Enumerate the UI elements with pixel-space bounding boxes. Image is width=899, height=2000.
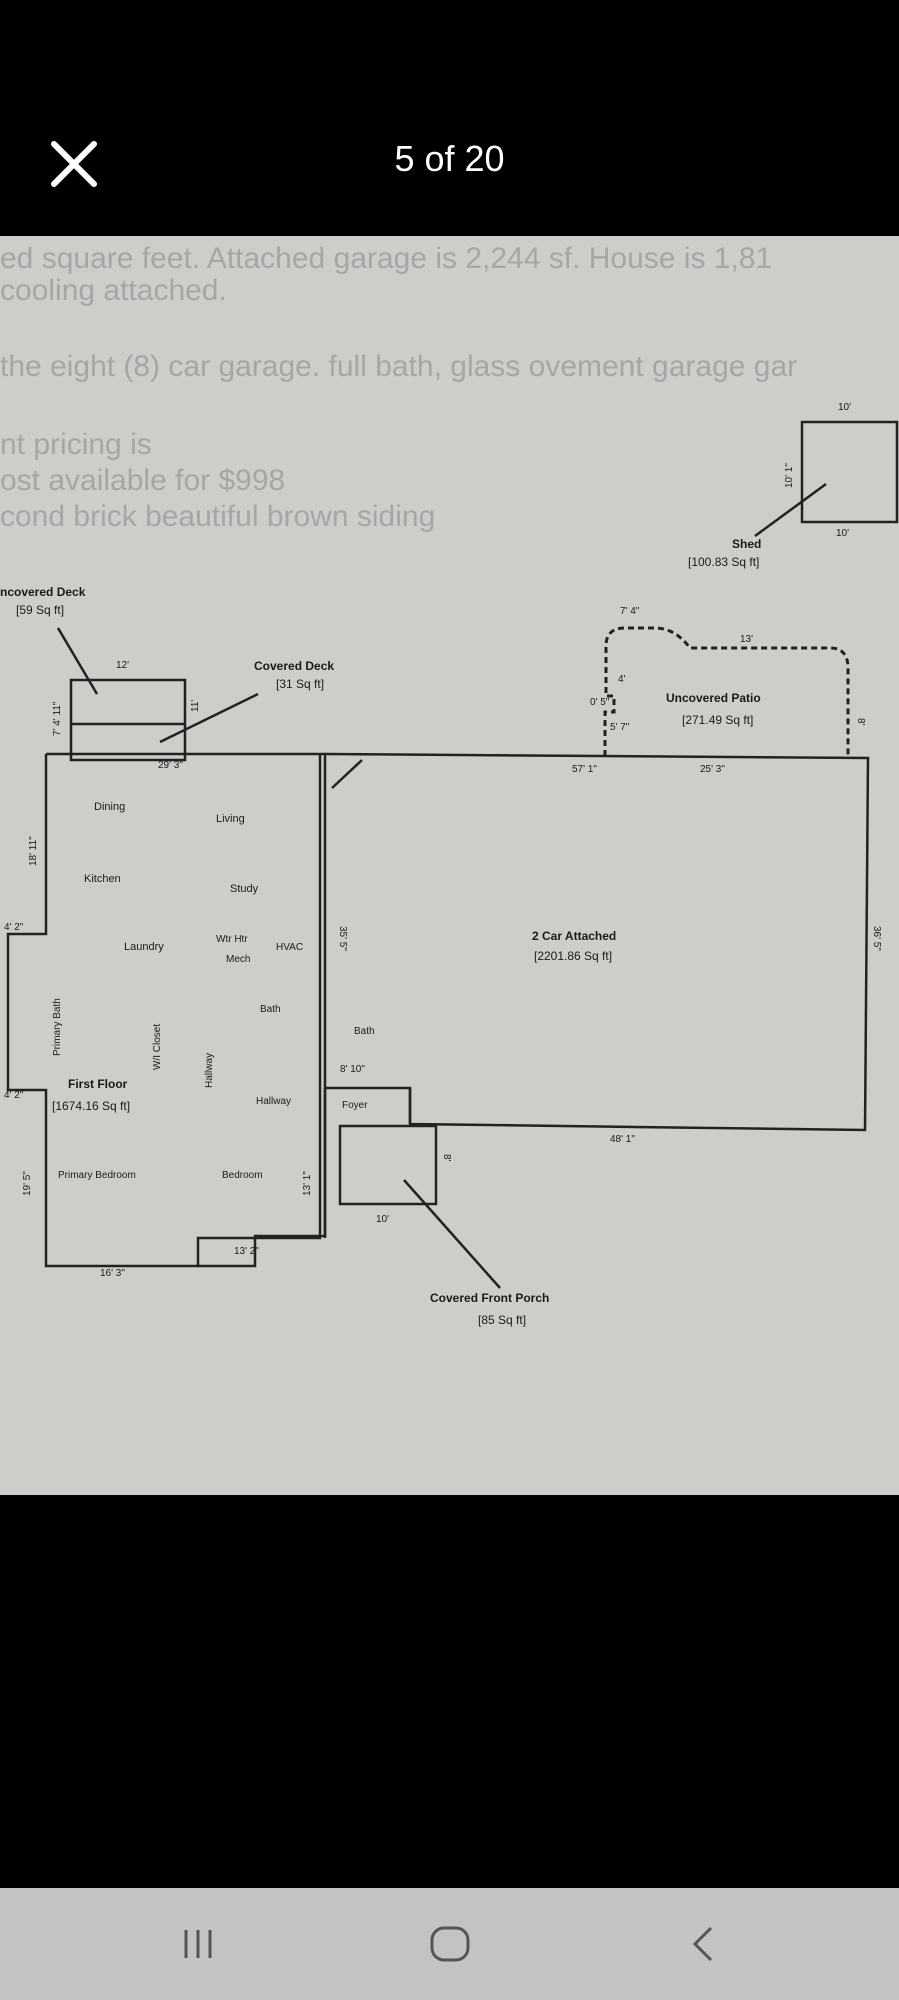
dim-18-11: 18' 11" [28, 836, 39, 866]
dim-13-1: 13' 1" [302, 1171, 313, 1196]
garage-label: 2 Car Attached [532, 929, 616, 943]
dim-0-5: 0' 5" [590, 697, 610, 708]
room-study: Study [230, 883, 259, 895]
room-wtr-htr: Wtr Htr [216, 934, 248, 945]
room-living: Living [216, 813, 245, 825]
shed-area: [100.83 Sq ft] [688, 555, 759, 569]
close-icon [51, 141, 97, 187]
bg-text-6: cond brick beautiful brown siding [0, 500, 435, 533]
bg-text-4: nt pricing is [0, 428, 152, 461]
front-porch-outline [338, 1124, 438, 1206]
house-outline [6, 754, 322, 1268]
room-hallway-horizontal: Hallway [256, 1096, 291, 1107]
uncovered-patio-area: [271.49 Sq ft] [682, 713, 753, 727]
room-bedroom: Bedroom [222, 1170, 263, 1181]
dim-shed-top: 10' [838, 402, 851, 413]
room-wi-closet: W/I Closet [152, 1024, 163, 1070]
dim-deck-side: 7' 4' 11" [52, 701, 63, 736]
dim-36-5: 36' 5" [871, 926, 882, 951]
garage-area: [2201.86 Sq ft] [534, 949, 612, 963]
viewer-top-bar: 5 of 20 [0, 0, 899, 236]
room-dining: Dining [94, 801, 125, 813]
dim-48-1: 48' 1" [610, 1134, 635, 1145]
dim-4-2-bottom: 4' 2" [4, 1090, 24, 1101]
bg-text-3: the eight (8) car garage. full bath, gla… [0, 350, 797, 383]
room-laundry: Laundry [124, 941, 164, 953]
recent-apps-icon [184, 1930, 212, 1958]
room-bath-2: Bath [354, 1026, 375, 1037]
dim-patio-13: 13' [740, 634, 753, 645]
dim-5-7: 5' 7" [610, 722, 630, 733]
dim-covered-deck-side: 11' [190, 700, 201, 712]
image-counter: 5 of 20 [394, 138, 505, 179]
room-foyer: Foyer [342, 1100, 368, 1111]
room-hvac: HVAC [276, 942, 303, 953]
home-icon [430, 1926, 470, 1962]
front-porch-area: [85 Sq ft] [478, 1313, 526, 1327]
room-kitchen: Kitchen [84, 873, 121, 885]
back-button[interactable] [648, 1906, 758, 1982]
dim-patio-7-4: 7' 4" [620, 606, 640, 617]
bg-text-5: ost available for $998 [0, 464, 285, 497]
dim-porch-8: 8' [441, 1154, 452, 1162]
dim-8: 8' [855, 718, 866, 726]
bg-text-2: cooling attached. [0, 274, 227, 307]
room-mech: Mech [226, 954, 250, 965]
first-floor-label: First Floor [68, 1077, 128, 1091]
dim-shed-bottom: 10' [836, 528, 849, 539]
dim-35-5: 35' 5" [337, 926, 348, 951]
dim-shed-side: 10' 1" [784, 463, 795, 488]
dim-16-3: 16' 3" [100, 1268, 125, 1279]
house-outline-part [46, 752, 327, 1268]
uncovered-patio-label: Uncovered Patio [666, 691, 761, 705]
front-porch-label: Covered Front Porch [430, 1291, 549, 1305]
room-hallway-vertical: Hallway [204, 1053, 215, 1088]
dim-13-2: 13' 2" [234, 1246, 259, 1257]
dim-25-3: 25' 3" [700, 764, 725, 775]
shed-label: Shed [732, 537, 761, 551]
first-floor-area: [1674.16 Sq ft] [52, 1099, 130, 1113]
room-bath-1: Bath [260, 1004, 281, 1015]
dim-8-10: 8' 10" [340, 1064, 365, 1075]
uncovered-deck-area: [59 Sq ft] [16, 603, 64, 617]
dim-deck-width: 12' [116, 660, 129, 671]
back-icon [692, 1926, 713, 1962]
floor-plan-drawing: ed square feet. Attached garage is 2,244… [0, 242, 899, 1327]
recent-apps-button[interactable] [143, 1906, 253, 1982]
floor-plan-photo[interactable]: ed square feet. Attached garage is 2,244… [0, 236, 899, 1495]
bg-text-1: ed square feet. Attached garage is 2,244… [0, 242, 772, 275]
dim-porch-10: 10' [376, 1214, 389, 1225]
covered-deck-label: Covered Deck [254, 659, 334, 673]
covered-deck-area: [31 Sq ft] [276, 677, 324, 691]
garage-outline [324, 752, 870, 1132]
room-primary-bedroom: Primary Bedroom [58, 1170, 136, 1181]
dim-house-top: 29' 3" [158, 760, 183, 771]
room-primary-bath: Primary Bath [52, 998, 63, 1056]
patio-outline [603, 626, 850, 756]
uncovered-deck-outline [69, 678, 187, 762]
home-button[interactable] [395, 1906, 505, 1982]
dim-57-1: 57' 1" [572, 764, 597, 775]
dim-19-5: 19' 5" [22, 1171, 33, 1196]
close-button[interactable] [46, 136, 102, 192]
system-navigation-bar [0, 1888, 899, 2000]
dim-4: 4' [618, 674, 626, 685]
uncovered-deck-label: ncovered Deck [0, 585, 86, 599]
dim-4-2-top: 4' 2" [4, 922, 24, 933]
shed-outline [800, 420, 899, 524]
